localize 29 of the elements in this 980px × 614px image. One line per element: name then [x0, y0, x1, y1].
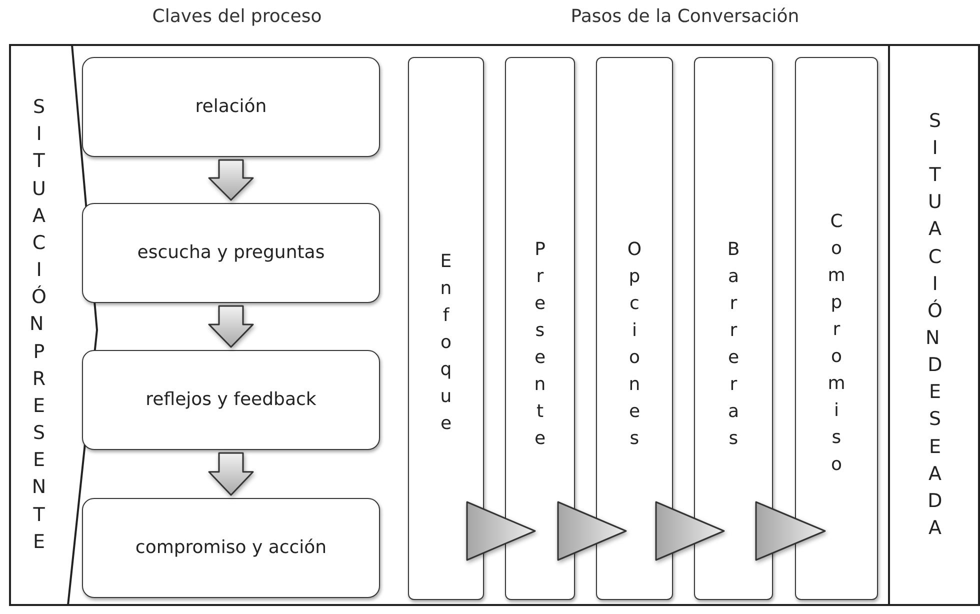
vertical-label: Opciones [626, 238, 658, 451]
process-box [82, 57, 380, 157]
box-label: compromiso y acción [134, 536, 328, 560]
column-heading: Claves del proceso [152, 6, 322, 27]
step-column [505, 57, 575, 600]
arrow [655, 501, 725, 561]
arrow [208, 159, 254, 201]
box-label: relación [194, 94, 268, 119]
vertical-label: SITUACIÓN DESEADA [924, 108, 960, 542]
vertical-label: Enfoque [439, 250, 468, 436]
vertical-label: Compromiso [826, 210, 861, 477]
process-box [82, 350, 380, 450]
arrow [208, 305, 254, 348]
step-column [596, 57, 673, 600]
column-heading: Pasos de la Conversación [570, 6, 800, 27]
step-column [408, 57, 484, 600]
box-label: reflejos y feedback [144, 388, 318, 412]
process-box [82, 498, 380, 598]
step-column [795, 57, 878, 600]
arrow [755, 501, 826, 561]
vertical-label: SITUACIÓN PRESENTE [28, 95, 64, 555]
process-box [82, 203, 380, 303]
arrow [466, 501, 536, 561]
arrow [557, 501, 627, 561]
arrow [208, 452, 254, 496]
vertical-label: Barreras [726, 238, 756, 451]
step-column [694, 57, 773, 600]
vertical-label: Presente [533, 238, 562, 451]
box-label: escucha y preguntas [136, 240, 326, 265]
